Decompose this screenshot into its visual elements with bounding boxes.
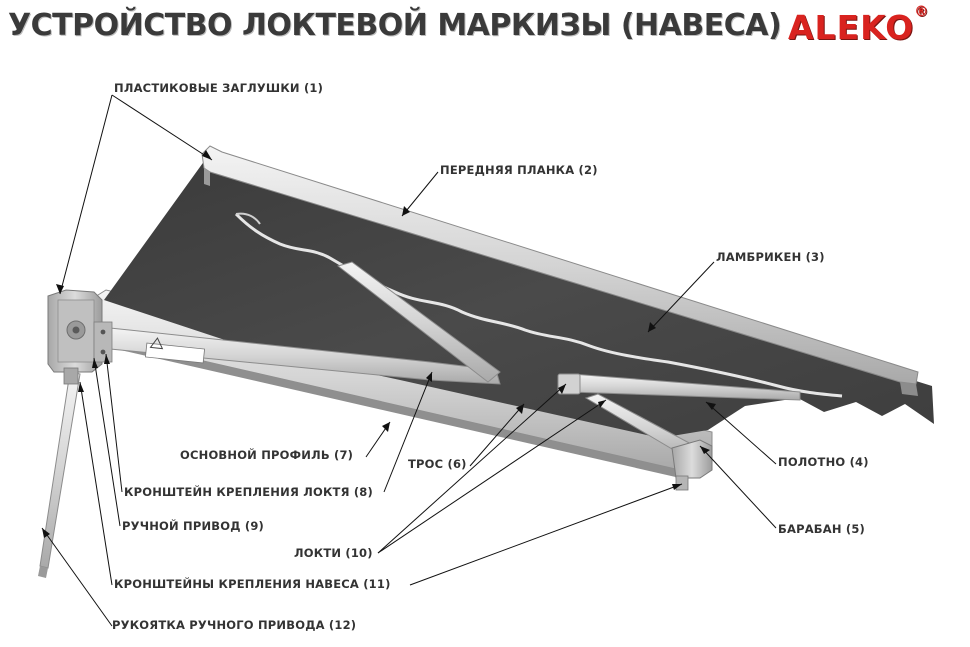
leader-arrows — [42, 150, 716, 538]
label-elbow-bracket: КРОНШТЕЙН КРЕПЛЕНИЯ ЛОКТЯ (8) — [124, 485, 373, 499]
right-bracket-part — [671, 439, 713, 491]
right-arm-part — [557, 373, 801, 463]
brand-name: ALEKO — [788, 8, 915, 47]
label-drive-handle: РУКОЯТКА РУЧНОГО ПРИВОДА (12) — [112, 618, 357, 632]
label-plastic-caps: ПЛАСТИКОВЫЕ ЗАГЛУШКИ (1) — [114, 81, 324, 95]
front-bar-part — [201, 145, 919, 396]
brand-logo: ALEKO® — [788, 4, 929, 47]
valance-part — [234, 212, 843, 398]
label-valance: ЛАМБРИКЕН (3) — [716, 250, 825, 264]
label-awning-brackets: КРОНШТЕЙНЫ КРЕПЛЕНИЯ НАВЕСА (11) — [114, 577, 391, 591]
label-front-bar: ПЕРЕДНЯЯ ПЛАНКА (2) — [440, 163, 598, 177]
label-cable: ТРОС (6) — [408, 457, 467, 471]
leader-lines — [41, 94, 777, 627]
label-elbows: ЛОКТИ (10) — [294, 546, 373, 560]
label-manual-drive: РУЧНОЙ ПРИВОД (9) — [122, 519, 264, 533]
page-title: УСТРОЙСТВО ЛОКТЕВОЙ МАРКИЗЫ (НАВЕСА) — [8, 8, 782, 43]
drive-box-part — [47, 289, 113, 373]
registered-mark: ® — [914, 4, 930, 20]
drive-handle-part — [38, 367, 81, 578]
label-canvas: ПОЛОТНО (4) — [778, 455, 869, 469]
canvas-part — [104, 160, 934, 438]
label-drum: БАРАБАН (5) — [778, 522, 866, 536]
label-main-profile: ОСНОВНОЙ ПРОФИЛЬ (7) — [180, 448, 354, 462]
left-arm-part — [99, 261, 501, 385]
